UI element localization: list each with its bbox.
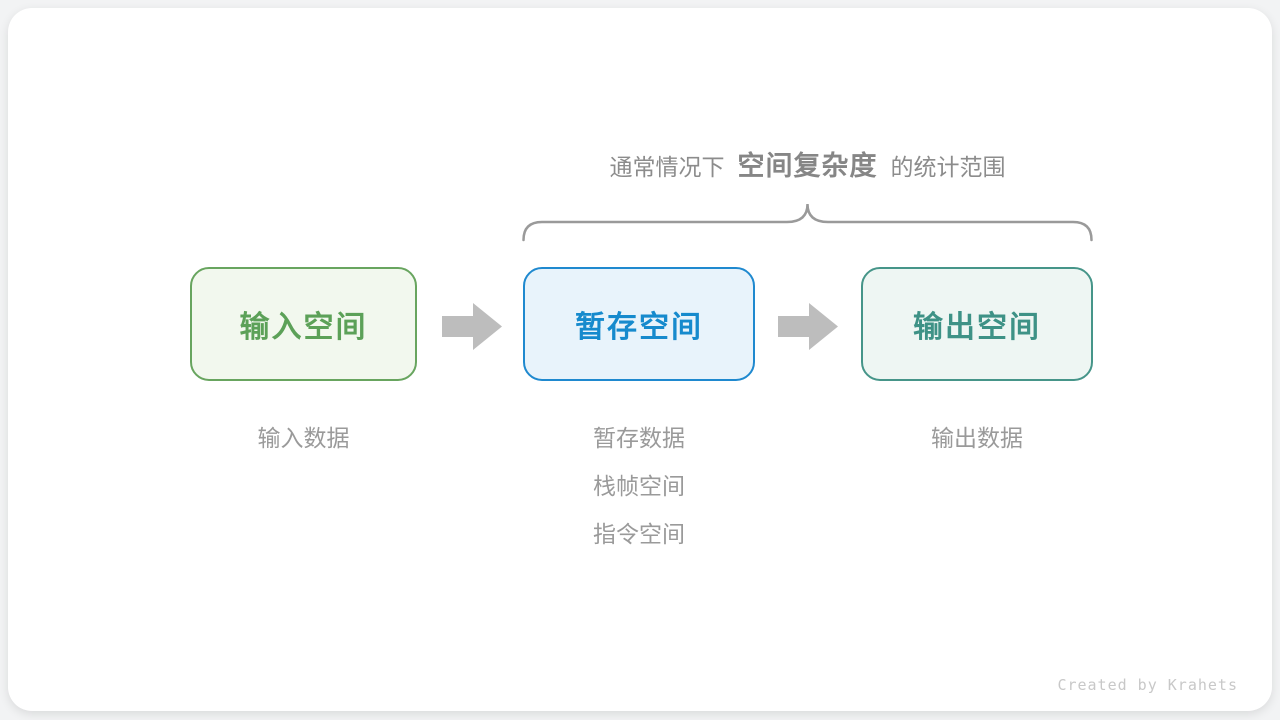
scope-annotation: 通常情况下空间复杂度的统计范围 [522, 148, 1093, 184]
note-item: 指令空间 [593, 521, 685, 547]
note-item: 输入数据 [257, 425, 350, 451]
arrow-right-icon [778, 303, 838, 350]
credit-text: Created by Krahets [1057, 676, 1238, 694]
annotation-suffix: 的统计范围 [890, 154, 1006, 180]
box-temp-space: 暂存空间 [523, 267, 755, 381]
notes-input-space: 输入数据 [190, 414, 417, 462]
arrow-right-icon [442, 303, 502, 350]
box-input-space: 输入空间 [190, 267, 417, 381]
note-item: 暂存数据 [593, 425, 685, 451]
overbrace-icon [522, 203, 1093, 242]
annotation-prefix: 通常情况下 [609, 154, 725, 180]
box-input-space-label: 输入空间 [239, 311, 368, 344]
box-output-space: 输出空间 [861, 267, 1093, 381]
notes-output-space: 输出数据 [861, 414, 1093, 462]
box-output-space-label: 输出空间 [913, 311, 1041, 344]
box-temp-space-label: 暂存空间 [575, 311, 703, 344]
annotation-highlight: 空间复杂度 [737, 151, 878, 181]
note-item: 输出数据 [931, 425, 1023, 451]
note-item: 栈帧空间 [593, 473, 685, 499]
notes-temp-space: 暂存数据 栈帧空间 指令空间 [523, 414, 755, 558]
